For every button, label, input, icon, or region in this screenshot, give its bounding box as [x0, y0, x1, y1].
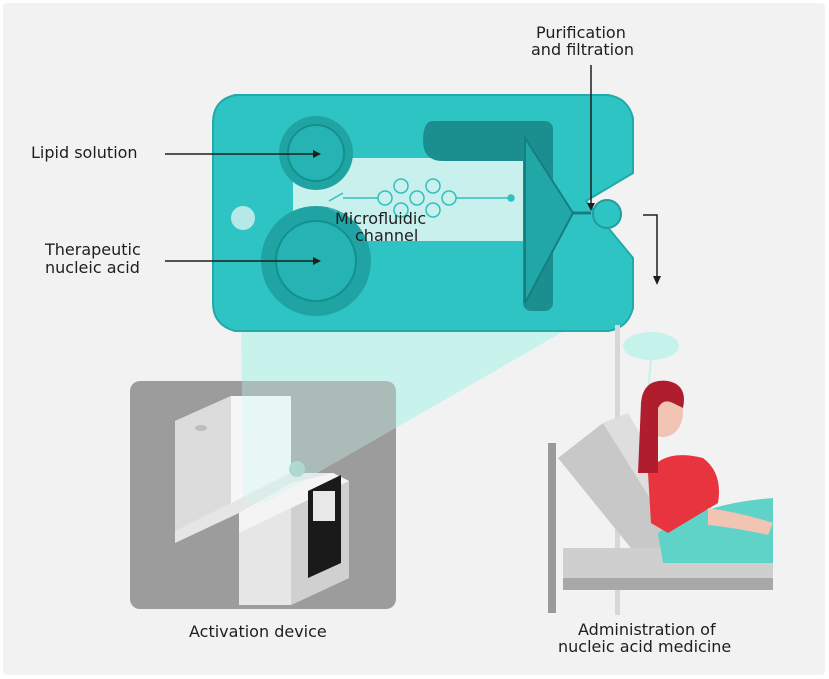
microfluidic-channel-network: [328, 178, 515, 218]
lipid-solution-label: Lipid solution: [31, 143, 138, 162]
patient-scene-illustration: [548, 325, 773, 615]
microfluidic-label-line1: Microfluidic: [335, 209, 427, 228]
illustration: [130, 65, 773, 615]
flow-arrow: [643, 214, 658, 281]
filtration-triangle: [524, 134, 575, 304]
outlet-bulb: [592, 199, 622, 229]
therapeutic-label-line2: nucleic acid: [45, 258, 140, 277]
purification-label-line2: and filtration: [531, 40, 635, 59]
activation-device-illustration: [175, 396, 349, 605]
mixing-chamber: [423, 121, 553, 161]
purification-label-line1: Purification: [536, 23, 626, 42]
activation-device-label: Activation device: [189, 622, 327, 641]
administration-label-line2: nucleic acid medicine: [558, 637, 732, 656]
cartridge-button: [231, 206, 255, 230]
microfluidic-label-line2: channel: [355, 226, 419, 245]
therapeutic-label-line1: Therapeutic: [45, 240, 141, 259]
administration-label-line1: Administration of: [578, 620, 716, 639]
figure-background: Lipid solution Therapeutic nucleic acid …: [3, 3, 825, 675]
